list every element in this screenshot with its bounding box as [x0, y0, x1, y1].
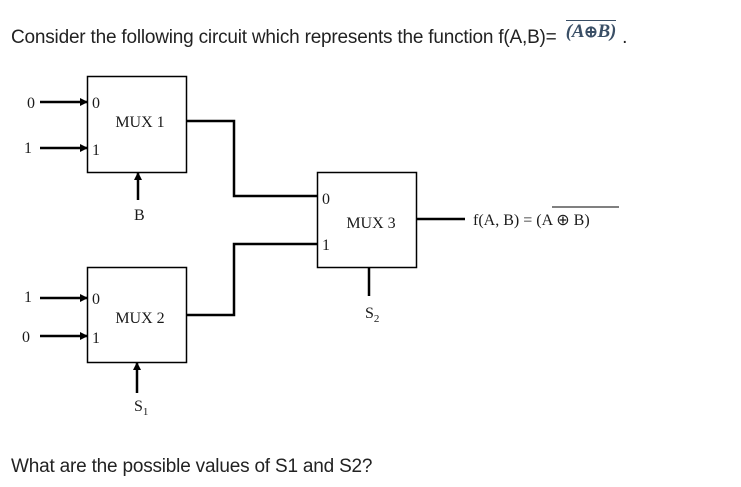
mux1-label: MUX 1 [115, 114, 164, 131]
intro-period: . [622, 27, 628, 48]
mux1-input1-value: 1 [24, 140, 32, 157]
formula-overline: (A⊕B) [565, 20, 617, 42]
mux2-port1-label: 1 [92, 330, 100, 347]
mux3-label: MUX 3 [346, 215, 395, 232]
question-text: What are the possible values of S1 and S… [11, 456, 373, 477]
xor-operator: ⊕ [584, 24, 598, 41]
mux1-port0-label: 0 [92, 95, 100, 112]
mux1: MUX 1 0 1 0 1 B [24, 75, 188, 224]
mux1-select-label: B [134, 207, 145, 224]
mux2-input1-value: 0 [22, 329, 30, 346]
mux3-port1-label: 1 [322, 237, 330, 254]
intro-text: Consider the following circuit which rep… [11, 27, 557, 48]
mux2-port0-label: 0 [92, 291, 100, 308]
mux2-label: MUX 2 [115, 310, 164, 327]
question-intro: Consider the following circuit which rep… [11, 20, 628, 49]
mux2: MUX 2 0 1 1 0 S1 [22, 266, 188, 418]
mux3: MUX 3 0 1 S2 [316, 171, 418, 325]
mux2-box [86, 266, 188, 364]
mux3-select-label: S2 [365, 305, 379, 325]
formula-left: (A [565, 21, 585, 42]
output-function-label: f(A, B) = (A ⊕ B) [473, 212, 590, 229]
output-expression: (A ⊕ B) [536, 212, 589, 229]
mux3-box [316, 171, 418, 269]
wire-mux1-to-mux3 [187, 119, 317, 198]
mux2-input0-value: 1 [24, 289, 32, 306]
formula-right: B) [597, 21, 617, 42]
wire-mux2-to-mux3 [187, 242, 317, 317]
mux2-select-label: S1 [134, 398, 148, 418]
mux3-port0-label: 0 [322, 191, 330, 208]
mux1-input0-value: 0 [27, 95, 35, 112]
mux1-port1-label: 1 [92, 142, 100, 159]
intro-formula: (A⊕B) [565, 20, 617, 42]
